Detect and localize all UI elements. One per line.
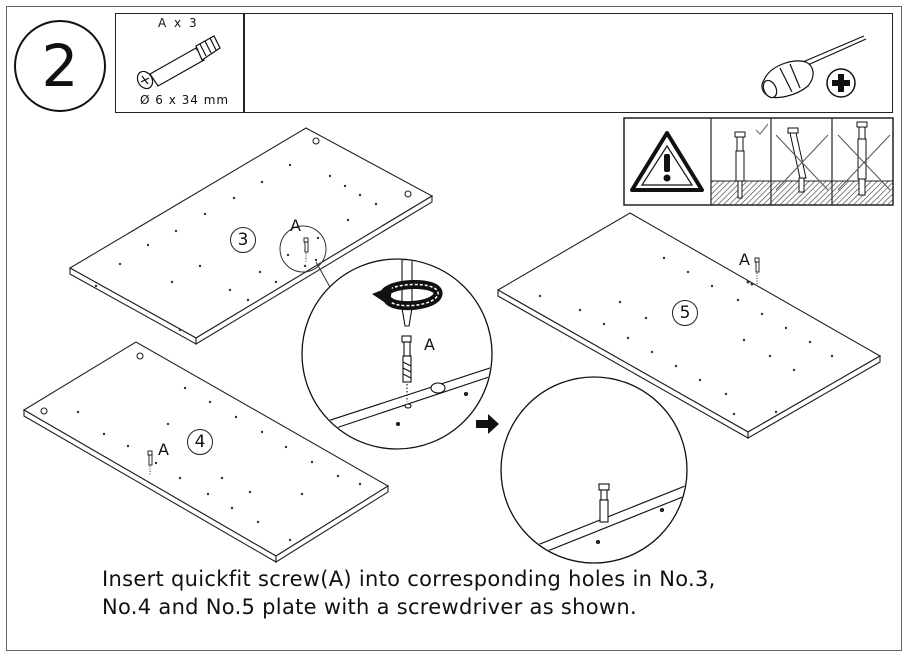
plate-5-holes [538,256,834,416]
plate-3-number: 3 [237,230,249,250]
phillips-head-icon [826,68,856,98]
part-a-label-zoom: A [424,335,435,354]
step-number: 2 [14,20,106,112]
part-dimension: Ø 6 x 34 mm [140,93,230,107]
arrow-right-icon [476,414,499,434]
step-number-text: 2 [41,32,79,100]
correct-screw-icon [734,123,769,199]
screw-on-plate-4 [147,450,153,476]
part-a-label-plate-5: A [739,250,750,269]
parts-divider [243,13,245,113]
screw-on-plate-5 [754,257,760,286]
instruction-text: Insert quickfit screw(A) into correspond… [102,565,716,621]
screw-on-plate-3 [303,237,309,262]
screwdriver-icon [761,35,867,99]
part-a-label-plate-3: A [290,216,301,235]
rotate-arrow-icon [372,280,443,311]
diagram-frame [6,6,902,651]
plate-3-label: 3 [230,227,256,253]
instruction-line-1: Insert quickfit screw(A) into correspond… [102,567,716,591]
parts-box [115,13,893,113]
quickfit-screw-part-icon [136,35,221,90]
wrong-screw-tilted-icon [775,127,829,193]
warning-icon [630,131,704,192]
part-quantity: A x 3 [158,16,199,30]
plate-4-label: 4 [187,429,213,455]
plate-5-label: 5 [672,300,698,326]
instruction-line-2: No.4 and No.5 plate with a screwdriver a… [102,595,637,619]
part-a-label-plate-4: A [158,440,169,459]
plate-3-holes [94,163,378,332]
plate-5-number: 5 [679,303,691,323]
zoom-detail-result [500,376,688,564]
wrong-screw-loose-icon [837,121,891,196]
plate-4-number: 4 [194,432,206,452]
